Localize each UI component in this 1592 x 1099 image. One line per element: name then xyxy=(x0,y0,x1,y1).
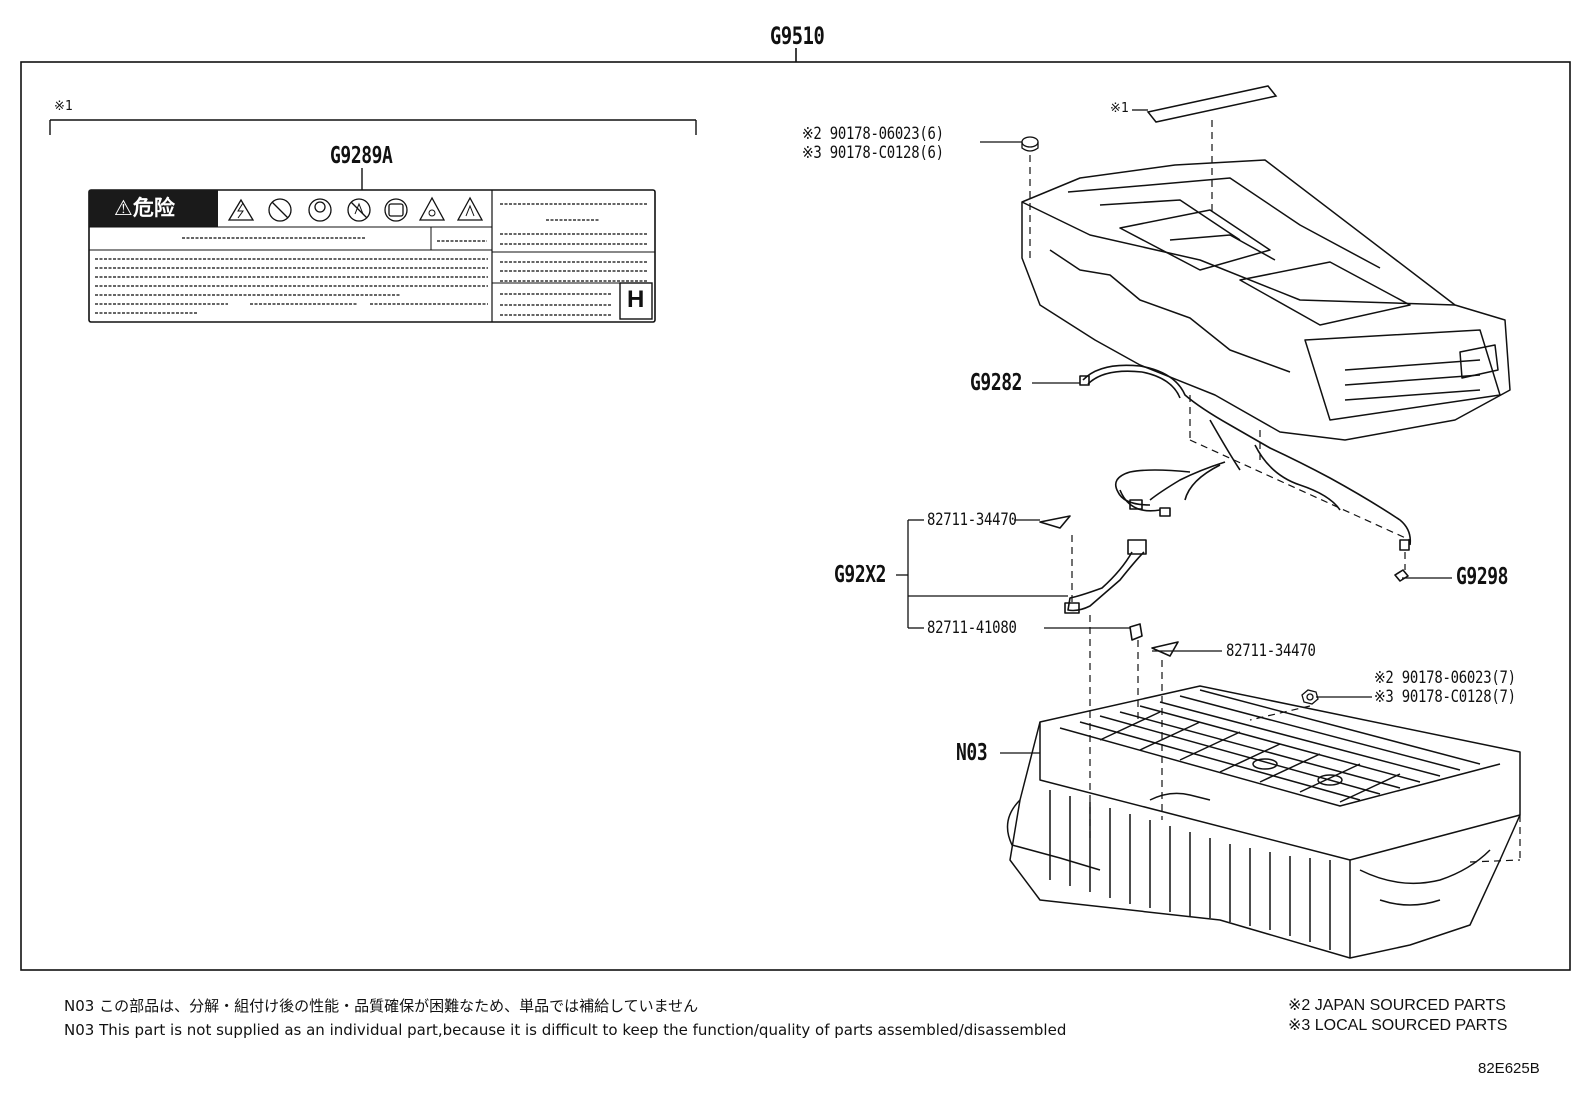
pictogram-icons xyxy=(227,196,484,222)
sub-harness-illustration xyxy=(1039,515,1179,657)
group-bracket xyxy=(49,119,697,193)
note-english: N03 This part is not supplied as an indi… xyxy=(64,1021,1067,1039)
no-fire-icon xyxy=(268,198,292,222)
nut-bottom-japan-part-number[interactable]: ※2 90178-06023(7) xyxy=(1374,668,1516,688)
harness-g92x2-label[interactable]: G92X2 xyxy=(834,562,887,588)
sticker-sheet xyxy=(1146,85,1278,123)
nut-top-japan-part-number[interactable]: ※2 90178-06023(6) xyxy=(802,124,944,144)
battery-stack-n03-label[interactable]: N03 xyxy=(956,740,988,766)
explosive-icon xyxy=(456,196,484,221)
nut-bottom-icon xyxy=(1301,689,1319,705)
leader-lines xyxy=(896,109,1452,754)
dashed-guide-lines xyxy=(1029,120,1521,863)
figure-id: 82E625B xyxy=(1478,1060,1540,1077)
h-mark-box xyxy=(619,282,653,320)
label-header-text: ⚠危险 xyxy=(114,197,175,220)
battery-cover-illustration xyxy=(1021,159,1511,441)
warning-label xyxy=(88,189,656,323)
legend-local-sourced: ※3 LOCAL SOURCED PARTS xyxy=(1288,1017,1508,1034)
battery-stack-illustration xyxy=(1006,685,1521,959)
h-mark: H xyxy=(627,286,645,313)
assembly-frame xyxy=(20,48,1571,971)
part-82711-34470-upper[interactable]: 82711-34470 xyxy=(927,510,1017,530)
electric-hazard-icon xyxy=(227,198,255,221)
part-82711-34470-lower[interactable]: 82711-34470 xyxy=(1226,641,1316,661)
label-part-code[interactable]: G9289A xyxy=(330,143,393,169)
legend-japan-sourced: ※2 JAPAN SOURCED PARTS xyxy=(1288,997,1506,1014)
label-body-text-lines xyxy=(95,203,648,316)
note-japanese: N03 この部品は、分解・組付け後の性能・品質確保が困難なため、単品では補給して… xyxy=(64,997,699,1015)
wear-protection-icon xyxy=(308,198,332,222)
nut-top-local-part-number[interactable]: ※3 90178-C0128(6) xyxy=(802,143,944,163)
harness-g9282-label[interactable]: G9282 xyxy=(970,370,1023,396)
corrosive-icon xyxy=(418,196,446,221)
label-header-band xyxy=(89,190,218,227)
harness-g9298-label[interactable]: G9298 xyxy=(1456,564,1509,590)
nut-bottom-local-part-number[interactable]: ※3 90178-C0128(7) xyxy=(1374,687,1516,707)
group-ref-mark: ※1 xyxy=(54,99,73,114)
assembly-code-label[interactable]: G9510 xyxy=(770,22,825,50)
sticker-ref-mark: ※1 xyxy=(1110,101,1129,116)
part-82711-41080[interactable]: 82711-41080 xyxy=(927,618,1017,638)
wire-harness-illustration xyxy=(1079,364,1412,582)
no-touch-icon xyxy=(347,198,371,222)
nut-top-icon xyxy=(1021,136,1039,152)
read-manual-icon xyxy=(384,198,408,222)
